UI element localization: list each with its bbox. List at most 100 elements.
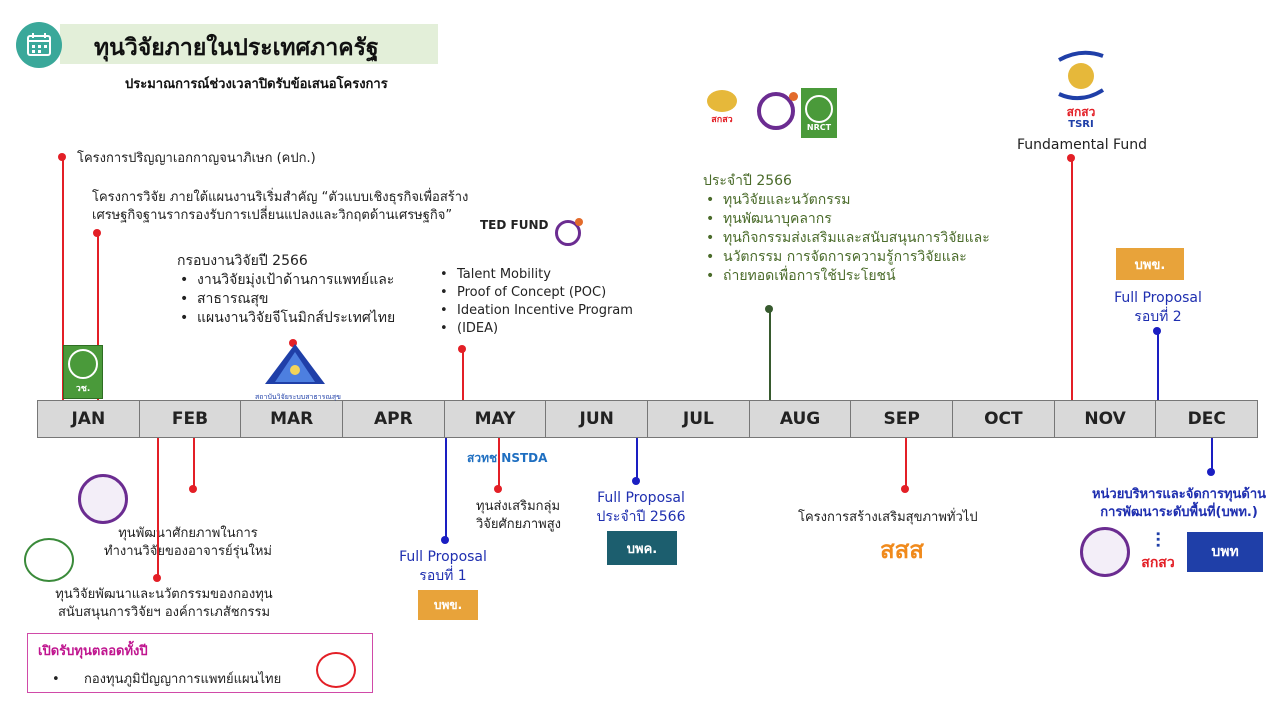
month-aug: AUG — [748, 400, 852, 438]
event-dec-area: หน่วยบริหารและจัดการทุนด้าน การพัฒนาระดั… — [1086, 486, 1272, 522]
event-may-item: Proof of Concept (POC) — [437, 284, 633, 302]
connector-line — [97, 233, 99, 400]
event-jan-research: โครงการวิจัย ภายใต้แผนงานริเริ่มสำคัญ “ต… — [92, 189, 468, 225]
event-jan-research-line2: เศรษฐกิจฐานรากรองรับการเปลี่ยนแปลงและวิก… — [92, 208, 453, 223]
event-dec-round2-line1: Full Proposal — [1114, 290, 1202, 306]
month-oct: OCT — [952, 400, 1055, 438]
event-may-round1-line2: รอบที่ 1 — [419, 568, 467, 584]
event-may-item: Talent Mobility — [437, 266, 633, 284]
month-timeline: JAN FEB MAR APR MAY JUN JUL AUG SEP OCT … — [37, 400, 1259, 438]
month-feb: FEB — [138, 400, 242, 438]
marker-dot — [765, 305, 773, 313]
event-feb-gpo-line2: สนับสนุนการวิจัยฯ องค์การเภสัชกรรม — [57, 605, 271, 620]
marker-dot — [1067, 154, 1075, 162]
marker-dot — [1207, 468, 1215, 476]
all-year-item: กองทุนภูมิปัญญาการแพทย์แผนไทย — [84, 672, 282, 687]
connector-line — [1071, 158, 1073, 400]
event-dec-area-line1: หน่วยบริหารและจัดการทุนด้าน — [1091, 487, 1267, 502]
pmu-logo — [745, 92, 801, 138]
tsri-logo-small: สกสว — [704, 90, 740, 138]
connector-line — [445, 438, 447, 540]
event-jun-proposal: Full Proposal ประจำปี 2566 — [592, 489, 690, 527]
page-title: ทุนวิจัยภายในประเทศภาครัฐ — [94, 35, 379, 61]
event-aug-item-cont: ถ่ายทอดเพื่อการใช้ประโยชน์ — [703, 267, 990, 286]
connector-line — [636, 438, 638, 481]
month-dec: DEC — [1155, 400, 1259, 438]
tsri-logo-dec: ⫶ สกสว — [1135, 528, 1181, 578]
event-aug-title: ประจำปี 2566 — [703, 173, 792, 189]
pmu-c-logo: บพค. — [607, 531, 677, 565]
nrct-emblem-icon — [805, 94, 833, 123]
marker-dot — [289, 339, 297, 347]
month-nov: NOV — [1053, 400, 1157, 438]
marker-dot — [153, 574, 161, 582]
pmu-b-logo-may: บพข. — [418, 590, 478, 620]
all-year-box — [27, 633, 373, 693]
connector-line — [62, 157, 64, 400]
event-jan-phd: โครงการปริญญาเอกกาญจนาภิเษก (คปก.) — [77, 151, 316, 166]
month-jun: JUN — [545, 400, 649, 438]
thaihealth-logo: สสส — [880, 536, 924, 564]
calendar-icon — [16, 22, 62, 68]
ted-fund-logo: TED FUND — [480, 218, 600, 258]
connector-line — [498, 438, 500, 489]
hsri-logo-text: สถาบันวิจัยระบบสาธารณสุข — [255, 393, 341, 401]
event-mar-item: งานวิจัยมุ่งเป้าด้านการแพทย์และ — [177, 271, 395, 290]
tsri-logo: สกสว TSRI — [1053, 46, 1109, 132]
event-may-item-cont: (IDEA) — [437, 320, 633, 338]
connector-line — [157, 438, 159, 578]
marker-dot — [494, 485, 502, 493]
event-dec-round2: Full Proposal รอบที่ 2 — [1114, 289, 1202, 327]
event-mar-item: แผนงานวิจัยจีโนมิกส์ประเทศไทย — [177, 309, 395, 328]
event-aug-item: ทุนพัฒนาบุคลากร — [703, 210, 990, 229]
marker-dot — [632, 477, 640, 485]
event-aug: ประจำปี 2566 ทุนวิจัยและนวัตกรรม ทุนพัฒน… — [703, 172, 990, 286]
event-feb-gpo: ทุนวิจัยพัฒนาและนวัตกรรมของกองทุน สนับสน… — [46, 586, 282, 622]
connector-line — [905, 438, 907, 489]
tsri-logo-dec-text: สกสว — [1141, 555, 1175, 571]
ted-fund-logo-text: TED FUND — [480, 218, 549, 232]
event-may-round1: Full Proposal รอบที่ 1 — [395, 548, 491, 586]
pmu-dot-icon — [789, 92, 798, 101]
university-seal-icon — [78, 474, 128, 524]
event-may-list: Talent Mobility Proof of Concept (POC) I… — [437, 266, 633, 338]
event-may-talent: ทุนส่งเสริมกลุ่ม วิจัยศักยภาพสูง — [476, 498, 561, 534]
tsri-globe-icon — [707, 90, 737, 112]
month-jan: JAN — [37, 400, 140, 438]
ted-dot-icon — [575, 218, 583, 226]
tsri-logo-text: สกสว — [1066, 105, 1096, 119]
event-may-item: Ideation Incentive Program — [437, 302, 633, 320]
month-sep: SEP — [850, 400, 954, 438]
event-nov-fundamental: Fundamental Fund — [1017, 137, 1147, 153]
nrct-logo: วช. — [63, 345, 103, 399]
month-may: MAY — [443, 400, 547, 438]
pmu-b-logo: บพข. — [1116, 248, 1184, 280]
connector-line — [769, 309, 771, 400]
month-mar: MAR — [240, 400, 344, 438]
all-year-title: เปิดรับทุนตลอดทั้งปี — [38, 644, 148, 659]
nrct-logo-aug: NRCT — [801, 88, 837, 138]
marker-dot — [441, 536, 449, 544]
tsri-logo-en-text: TSRI — [1068, 119, 1094, 130]
event-feb-young-line2: ทำงานวิจัยของอาจารย์รุ่นใหม่ — [104, 544, 272, 559]
all-year-item-bullet: • — [52, 672, 60, 687]
event-feb-young: ทุนพัฒนาศักยภาพในการ ทำงานวิจัยของอาจารย… — [100, 525, 276, 561]
event-may-talent-line2: วิจัยศักยภาพสูง — [476, 517, 561, 532]
ted-emblem-icon — [555, 220, 581, 246]
connector-line — [193, 438, 195, 489]
marker-dot — [1153, 327, 1161, 335]
event-sep-health: โครงการสร้างเสริมสุขภาพทั่วไป — [798, 510, 978, 525]
thai-medicine-logo-icon — [316, 652, 356, 688]
month-apr: APR — [342, 400, 445, 438]
event-jun-proposal-line1: Full Proposal — [597, 490, 685, 506]
connector-line — [462, 349, 464, 400]
connector-line — [1157, 331, 1159, 400]
university-seal-icon — [1080, 527, 1130, 577]
tsri-logo-small-text: สกสว — [711, 115, 733, 125]
pmu-emblem-icon — [757, 92, 795, 130]
event-mar-title: กรอบงานวิจัยปี 2566 — [177, 253, 308, 269]
event-may-talent-line1: ทุนส่งเสริมกลุ่ม — [476, 499, 561, 514]
event-mar-item-cont: สาธารณสุข — [177, 290, 395, 309]
pmu-a-logo: บพท — [1187, 532, 1263, 572]
month-jul: JUL — [647, 400, 750, 438]
